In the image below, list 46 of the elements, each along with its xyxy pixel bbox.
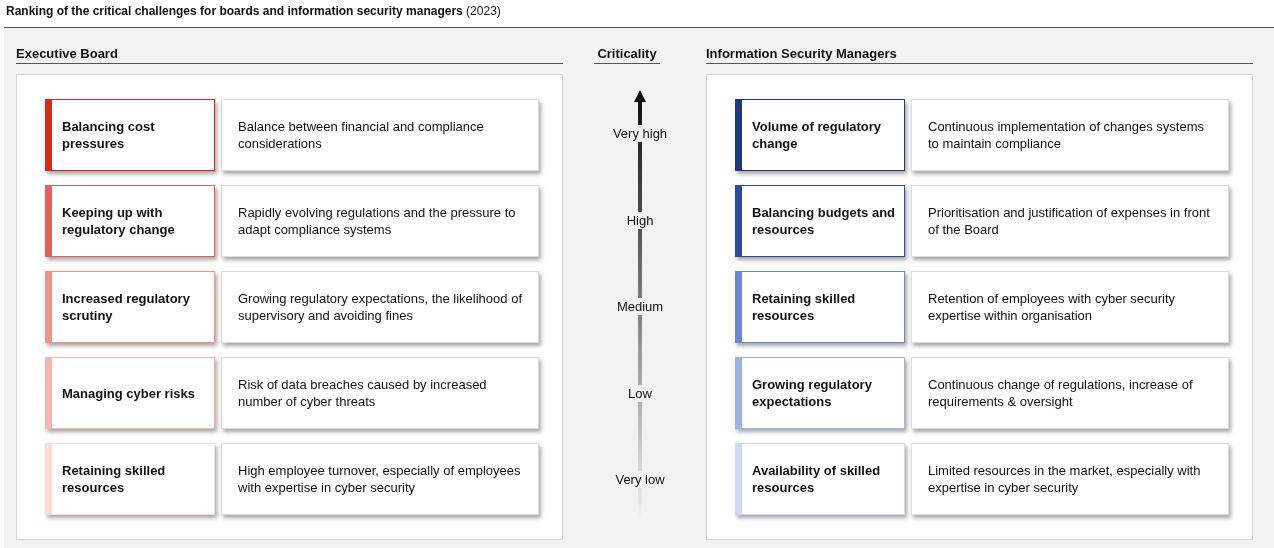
challenge-box (735, 99, 905, 171)
description-box (221, 99, 539, 171)
description-box (911, 271, 1229, 343)
challenge-box (735, 271, 905, 343)
panel-background (16, 74, 563, 540)
description-box (911, 443, 1229, 515)
description-box (911, 357, 1229, 429)
challenge-title: Volume of regulatory change (752, 118, 883, 152)
challenge-box (735, 185, 905, 257)
chart-title: Ranking of the critical challenges for boards and information security managers (2023) (6, 4, 501, 18)
challenge-title: Availability of skilled resources (752, 462, 882, 496)
challenge-box (45, 99, 215, 171)
column-heading: Criticality (596, 46, 658, 61)
description-box (221, 185, 539, 257)
description-box (911, 99, 1229, 171)
challenge-title: Balancing cost pressures (62, 118, 156, 152)
challenge-box (45, 443, 215, 515)
challenge-title: Keeping up with regulatory change (62, 204, 176, 238)
challenge-box (45, 271, 215, 343)
description-box (221, 443, 539, 515)
challenge-title: Retaining skilled resources (752, 290, 857, 324)
description-text: Growing regulatory expectations, the likelihood of supervisory and avoiding fines (238, 290, 523, 324)
challenge-box (45, 185, 215, 257)
challenge-box (45, 357, 215, 429)
panel-heading: Information Security Managers (706, 46, 897, 61)
description-text: Retention of employees with cyber security expertise within organisation (928, 290, 1177, 324)
panel-heading: Executive Board (16, 46, 118, 61)
description-text: Risk of data breaches caused by increased number of cyber threats (238, 376, 488, 410)
description-text: Limited resources in the market, especially with expertise in cyber security (928, 462, 1202, 496)
description-text: Prioritisation and justification of expenses in front of the Board (928, 204, 1211, 238)
challenge-title: Retaining skilled resources (62, 462, 167, 496)
challenge-title: Growing regulatory expectations (752, 376, 873, 410)
description-text: High employee turnover, especially of employees with expertise in cyber security (238, 462, 522, 496)
challenge-box (735, 357, 905, 429)
panel-background (706, 74, 1253, 540)
challenge-title: Balancing budgets and resources (752, 204, 896, 238)
description-box (221, 357, 539, 429)
description-box (221, 271, 539, 343)
description-box (911, 185, 1229, 257)
description-text: Continuous implementation of changes systems to maintain compliance (928, 118, 1206, 152)
challenge-title: Managing cyber risks (62, 384, 195, 402)
description-text: Balance between financial and compliance considerations (238, 118, 485, 152)
description-text: Continuous change of regulations, increase of requirements & oversight (928, 376, 1194, 410)
description-text: Rapidly evolving regulations and the pressure to adapt compliance systems (238, 204, 517, 238)
challenge-box (735, 443, 905, 515)
challenge-title: Increased regulatory scrutiny (62, 290, 191, 324)
